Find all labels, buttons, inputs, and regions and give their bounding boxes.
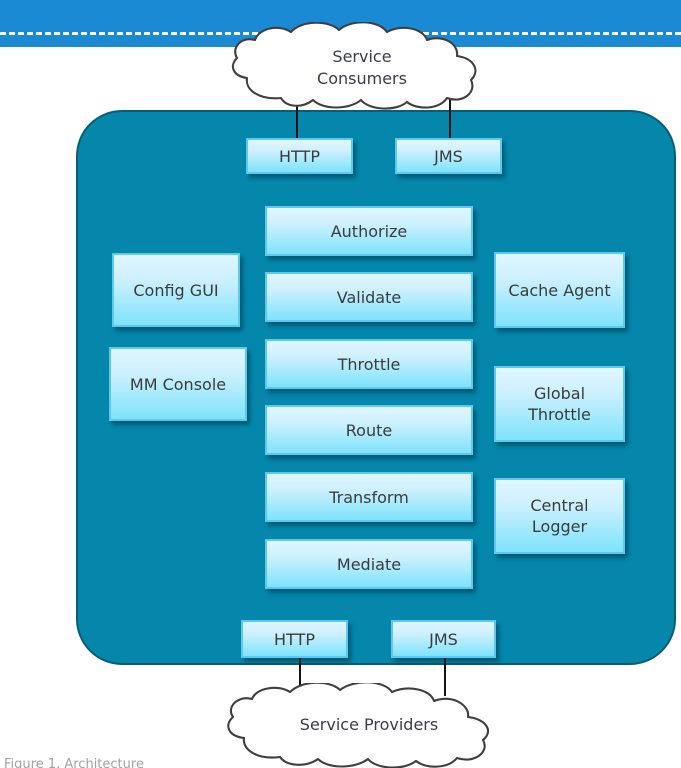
pipeline-step-authorize-label: Authorize <box>330 221 408 241</box>
inbound-transport-http-label: HTTP <box>279 146 320 166</box>
component-mm-console[interactable]: MM Console <box>109 347 247 421</box>
connector-consumers-jms <box>449 88 451 142</box>
pipeline-step-transform-label: Transform <box>329 487 409 507</box>
component-mm-console-label: MM Console <box>129 374 227 394</box>
pipeline-step-throttle[interactable]: Throttle <box>265 339 473 389</box>
inbound-transport-http[interactable]: HTTP <box>246 138 353 174</box>
component-central-logger[interactable]: Central Logger <box>494 478 625 554</box>
inbound-transport-jms[interactable]: JMS <box>395 138 502 174</box>
component-cache-agent[interactable]: Cache Agent <box>494 252 625 328</box>
pipeline-step-route[interactable]: Route <box>265 405 473 455</box>
component-cache-agent-label: Cache Agent <box>508 280 611 300</box>
pipeline-step-authorize[interactable]: Authorize <box>265 206 473 256</box>
component-global-throttle[interactable]: Global Throttle <box>494 366 625 442</box>
component-config-gui[interactable]: Config GUI <box>112 253 240 327</box>
pipeline-step-route-label: Route <box>345 420 393 440</box>
outbound-transport-jms[interactable]: JMS <box>391 620 496 658</box>
connector-http-providers <box>299 658 301 700</box>
pipeline-step-throttle-label: Throttle <box>337 354 401 374</box>
pipeline-step-validate[interactable]: Validate <box>265 272 473 322</box>
inbound-transport-jms-label: JMS <box>434 146 463 166</box>
service-providers-cloud: Service Providers <box>214 683 524 768</box>
connector-jms-providers <box>444 658 446 696</box>
cloud-shape-icon <box>227 683 489 768</box>
pipeline-step-validate-label: Validate <box>336 287 402 307</box>
component-config-gui-label: Config GUI <box>133 280 219 300</box>
component-central-logger-label: Central Logger <box>530 496 589 536</box>
pipeline-step-mediate[interactable]: Mediate <box>265 539 473 589</box>
connector-consumers-http <box>296 92 298 142</box>
pipeline-step-mediate-label: Mediate <box>336 554 402 574</box>
service-consumers-cloud: Service Consumers <box>221 22 503 110</box>
pipeline-step-transform[interactable]: Transform <box>265 472 473 522</box>
outbound-transport-http[interactable]: HTTP <box>241 620 348 658</box>
component-global-throttle-label: Global Throttle <box>528 384 591 424</box>
figure-caption: Figure 1. Architecture <box>4 757 144 768</box>
cloud-shape-icon <box>231 22 477 110</box>
outbound-transport-jms-label: JMS <box>429 629 458 649</box>
service-providers-label: Service Providers <box>299 715 439 734</box>
outbound-transport-http-label: HTTP <box>274 629 315 649</box>
service-consumers-label: Service Consumers <box>317 47 407 88</box>
